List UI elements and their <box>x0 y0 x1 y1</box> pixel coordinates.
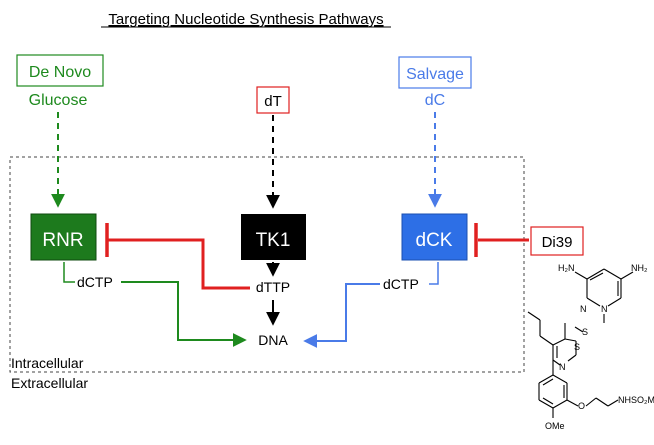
di39-box <box>530 226 584 256</box>
atom-nh2-left: H₂N <box>558 263 575 273</box>
di39-chemical-structure <box>527 268 634 418</box>
de-novo-dctp-label: dCTP <box>77 274 113 290</box>
dt-label: dT <box>264 93 282 110</box>
atom-n-ring-1: N <box>580 304 587 314</box>
salvage-dctp-label: dCTP <box>383 276 419 292</box>
atom-s-link: S <box>582 327 588 337</box>
dttp-label: dTTP <box>256 279 290 295</box>
atom-nh2-right: NH₂ <box>631 263 648 273</box>
atom-n-thiazole: N <box>559 362 566 372</box>
di39-atom-labels: H₂N NH₂ N N S S N O NHSO₂Me OMe <box>545 263 654 431</box>
de-novo-dctp-to-dna-arrow <box>121 281 247 347</box>
salvage-dctp-to-dna-arrow <box>303 283 380 348</box>
dck-box <box>401 213 468 261</box>
salvage-label-box <box>398 56 472 89</box>
di39-label: Di39 <box>542 234 573 251</box>
cell-boundary <box>9 156 525 373</box>
dna-label: DNA <box>258 332 288 348</box>
diagram-title: Targeting Nucleotide Synthesis Pathways <box>108 11 383 28</box>
atom-s-ring: S <box>574 342 580 352</box>
rnr-label: RNR <box>42 230 83 251</box>
atom-n-ring-2: N <box>601 304 608 314</box>
salvage-label: Salvage <box>406 66 464 83</box>
intracellular-label: Intracellular <box>11 355 84 371</box>
dt-box <box>256 86 290 114</box>
de-novo-label: De Novo <box>29 64 91 81</box>
dck-label: dCK <box>416 230 453 251</box>
dck-to-dctp-line <box>429 262 439 285</box>
dc-label: dC <box>425 92 445 109</box>
rnr-to-dctp-line <box>63 262 75 283</box>
atom-nhso2me: NHSO₂Me <box>618 395 654 405</box>
extracellular-label: Extracellular <box>11 375 88 391</box>
glucose-label: Glucose <box>29 92 88 109</box>
atom-ome: OMe <box>545 421 565 431</box>
tk1-box <box>241 214 306 260</box>
tk1-label: TK1 <box>256 230 291 251</box>
rnr-box <box>30 213 97 261</box>
atom-o-ether: O <box>578 401 585 411</box>
dttp-inhibits-rnr-line <box>107 238 250 290</box>
de-novo-label-box <box>16 54 104 87</box>
